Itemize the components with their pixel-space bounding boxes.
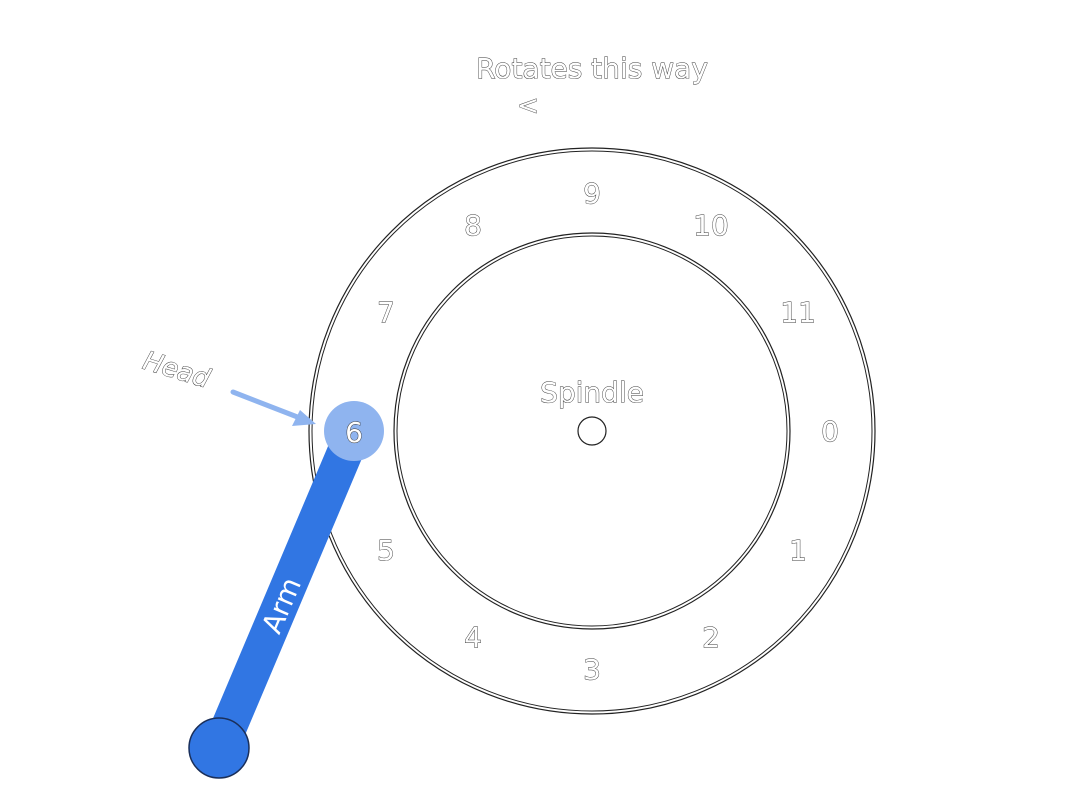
sector-number: 2	[702, 621, 720, 654]
spindle	[577, 416, 607, 446]
arm-label: Arm	[255, 573, 308, 639]
sector-number: 4	[464, 621, 482, 654]
spindle-label: Spindle	[540, 376, 644, 409]
sector-number: 7	[377, 296, 395, 329]
head-pointer-arrow-icon	[230, 389, 316, 426]
arm-bar[interactable]	[203, 423, 371, 756]
sector-number: 10	[693, 209, 729, 242]
sector-number: 11	[780, 296, 816, 329]
sector-number: 8	[464, 209, 482, 242]
disk-outer-ring	[308, 147, 876, 715]
rotation-label: Rotates this way	[476, 52, 708, 85]
head-position-number: 6	[345, 416, 363, 449]
arm-pivot[interactable]	[188, 717, 250, 779]
disk-inner-ring	[393, 232, 791, 630]
head[interactable]	[324, 401, 384, 461]
sector-number: 5	[377, 534, 395, 567]
sector-number: 0	[821, 415, 839, 448]
sector-numbers: 0 1 2 3 4 5 7 8 9 10 11	[377, 177, 840, 687]
head-label: Head	[139, 346, 213, 395]
rotation-arrow: <	[517, 91, 539, 121]
sector-number: 1	[789, 534, 807, 567]
sector-number: 3	[583, 653, 601, 686]
arm[interactable]: Arm	[188, 423, 371, 779]
sector-number: 9	[583, 177, 601, 210]
